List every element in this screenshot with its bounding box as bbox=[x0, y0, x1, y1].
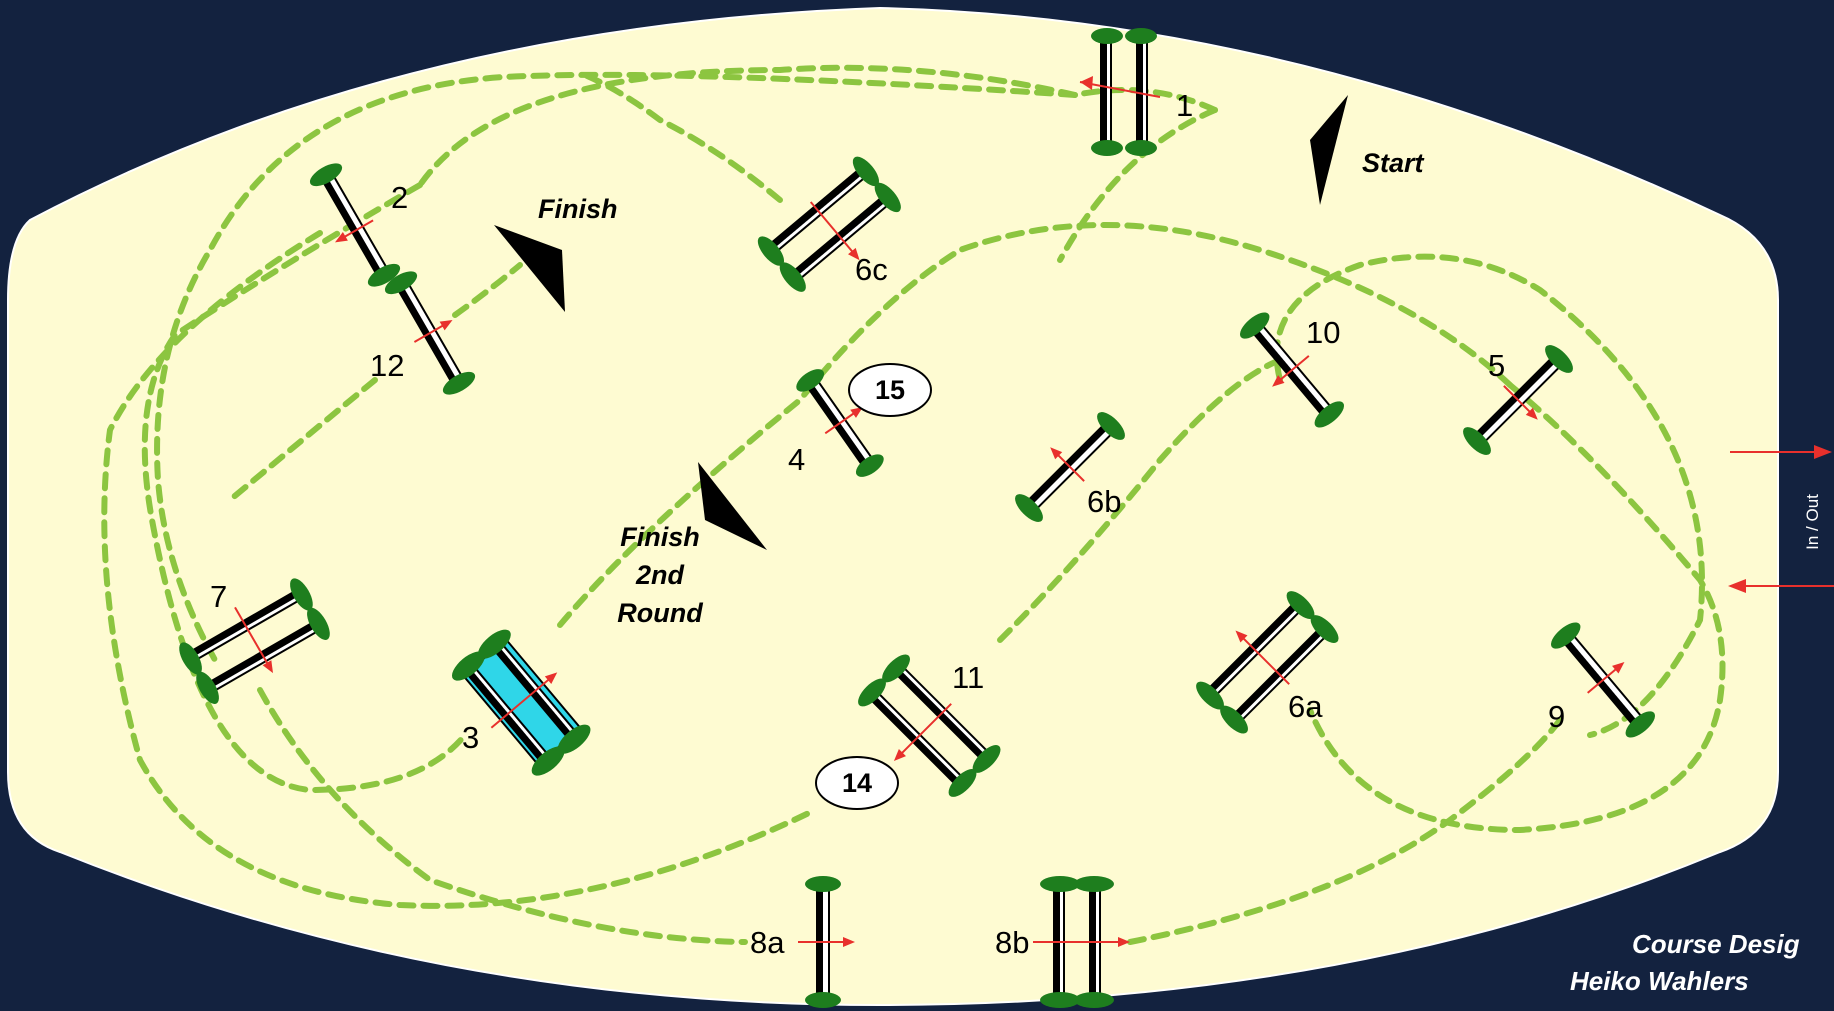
fence-label-6c: 6c bbox=[855, 252, 888, 287]
finish-2nd-label-line1: Finish bbox=[620, 522, 700, 552]
fence-7 bbox=[179, 578, 330, 704]
fence-9 bbox=[1551, 622, 1655, 738]
fence-4 bbox=[796, 369, 884, 477]
fence-label-9: 9 bbox=[1548, 699, 1565, 734]
fence-label-10: 10 bbox=[1306, 315, 1340, 350]
gate-out-arrow-icon bbox=[1814, 445, 1832, 459]
fence-label-8a: 8a bbox=[750, 925, 785, 960]
fence-label-11: 11 bbox=[952, 660, 984, 695]
finish-flag bbox=[494, 225, 565, 312]
fence-label-3: 3 bbox=[462, 720, 479, 755]
fence-label-4: 4 bbox=[788, 442, 805, 477]
fence-12 bbox=[384, 271, 476, 395]
fence-5 bbox=[1463, 345, 1573, 455]
gate-in-arrow-icon bbox=[1728, 579, 1746, 593]
finish-label: Finish bbox=[538, 194, 618, 224]
fence-2 bbox=[309, 163, 401, 287]
fence-label-8b: 8b bbox=[995, 925, 1029, 960]
fence-6a bbox=[1196, 591, 1339, 734]
fence-label-6a: 6a bbox=[1288, 689, 1323, 724]
finish-2nd-label-line2: 2nd bbox=[635, 560, 685, 590]
fence-label-7: 7 bbox=[210, 579, 227, 614]
jumpoff-marker-14: 14 bbox=[815, 756, 899, 810]
credit-line-1: Course Desig bbox=[1632, 929, 1800, 959]
gate-label: In / Out bbox=[1803, 494, 1822, 550]
fence-1 bbox=[1079, 28, 1161, 156]
fence-label-6b: 6b bbox=[1087, 484, 1121, 519]
finish-2nd-flag bbox=[698, 462, 767, 550]
fence-10 bbox=[1240, 312, 1344, 428]
fence-label-2: 2 bbox=[391, 180, 408, 215]
fence-6c bbox=[757, 156, 901, 292]
jumpoff-marker-15-label: 15 bbox=[875, 375, 905, 405]
fence-8a bbox=[798, 876, 855, 1008]
fence-8b bbox=[1033, 876, 1130, 1008]
fence-label-12: 12 bbox=[370, 348, 404, 383]
jumpoff-marker-15: 15 bbox=[848, 363, 932, 417]
fence-label-5: 5 bbox=[1488, 348, 1505, 383]
credit-line-2: Heiko Wahlers bbox=[1570, 966, 1749, 996]
course-path bbox=[101, 64, 1726, 945]
fence-3 bbox=[451, 629, 591, 776]
arena bbox=[7, 6, 1779, 1007]
in-out-gate: In / Out bbox=[1728, 445, 1834, 593]
start-label: Start bbox=[1362, 148, 1425, 178]
fence-6b bbox=[1015, 412, 1125, 522]
fence-11 bbox=[858, 654, 1001, 797]
finish-2nd-label-line3: Round bbox=[617, 598, 703, 628]
fence-label-1: 1 bbox=[1176, 88, 1193, 123]
jumpoff-marker-14-label: 14 bbox=[842, 768, 872, 798]
start-flag bbox=[1310, 95, 1348, 205]
